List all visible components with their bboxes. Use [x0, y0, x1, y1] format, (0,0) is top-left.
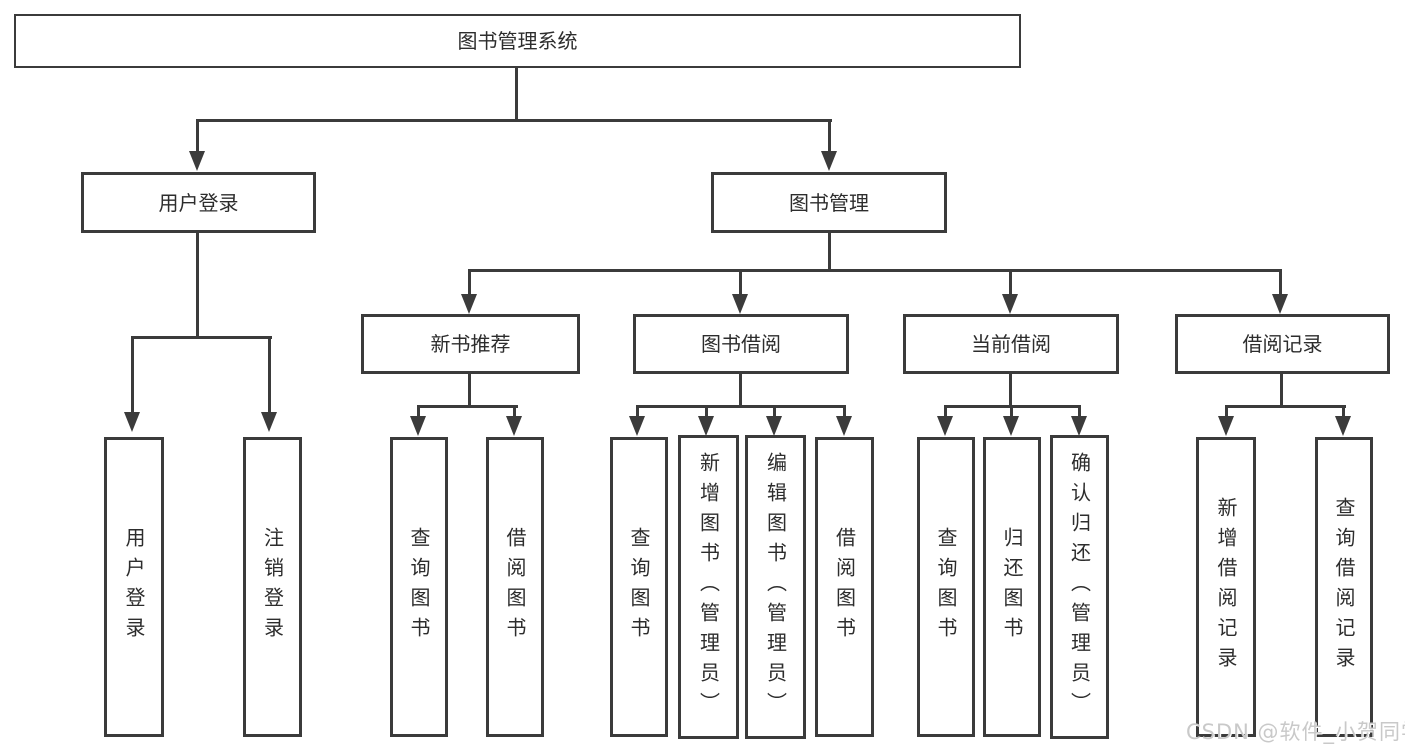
connector-bw-shaft-1 [636, 405, 639, 417]
arrowhead-to-nb-borrow [506, 416, 522, 436]
leaf-borrow-borrow-books: 借阅图书 [815, 437, 874, 737]
connector-bw-shaft-4 [843, 405, 846, 417]
connector-nb-shaft-2 [513, 405, 516, 417]
node-new-book-recommend: 新书推荐 [361, 314, 580, 374]
leaf-newbook-borrow-books: 借阅图书 [486, 437, 544, 737]
leaf-borrow-query-books: 查询图书 [610, 437, 668, 737]
arrowhead-to-bw-query [629, 416, 645, 436]
arrowhead-to-re-query [1335, 416, 1351, 436]
node-current-borrow: 当前借阅 [903, 314, 1119, 374]
arrowhead-to-bw-borrow [836, 416, 852, 436]
leaf-records-add-record: 新增借阅记录 [1196, 437, 1256, 737]
leaf-borrow-edit-books: 编辑图书（管理员） [745, 435, 806, 739]
connector-root-vertical [515, 68, 518, 122]
connector-root-shaft-1 [196, 119, 199, 153]
connector-cu-vertical [1009, 374, 1012, 407]
connector-login-horizontal [131, 336, 272, 339]
leaf-current-return-books: 归还图书 [983, 437, 1041, 737]
arrowhead-to-nb-query [410, 416, 426, 436]
connector-cu-shaft-3 [1078, 405, 1081, 417]
connector-bw-horizontal [636, 405, 846, 408]
leaf-logout: 注销登录 [243, 437, 302, 737]
arrowhead-to-book-management [821, 151, 837, 171]
connector-cu-shaft-1 [944, 405, 947, 417]
connector-mgmt-shaft-3 [1009, 269, 1012, 295]
leaf-user-login: 用户登录 [104, 437, 164, 737]
arrowhead-to-bw-add [698, 416, 714, 436]
node-borrow-records: 借阅记录 [1175, 314, 1390, 374]
connector-re-shaft-1 [1225, 405, 1228, 417]
arrowhead-to-cu-query [937, 416, 953, 436]
arrowhead-to-re-add [1218, 416, 1234, 436]
arrowhead-to-new-book-recommend [461, 294, 477, 314]
arrowhead-to-borrow-records [1272, 294, 1288, 314]
connector-login-shaft-2 [268, 336, 271, 413]
connector-bw-shaft-3 [773, 405, 776, 417]
connector-re-vertical [1280, 374, 1283, 407]
connector-nb-horizontal [417, 405, 518, 408]
node-root: 图书管理系统 [14, 14, 1021, 68]
connector-root-horizontal [196, 119, 832, 122]
arrowhead-to-user-login-leaf [124, 412, 140, 432]
connector-mgmt-shaft-4 [1279, 269, 1282, 295]
arrowhead-to-logout [261, 412, 277, 432]
connector-root-shaft-2 [828, 119, 831, 153]
connector-mgmt-horizontal [468, 269, 1282, 272]
arrowhead-to-cu-return [1003, 416, 1019, 436]
arrowhead-to-user-login [189, 151, 205, 171]
arrowhead-to-cu-confirm [1071, 416, 1087, 436]
leaf-current-confirm-return: 确认归还（管理员） [1050, 435, 1109, 739]
node-book-borrow: 图书借阅 [633, 314, 849, 374]
connector-mgmt-shaft-2 [739, 269, 742, 295]
connector-re-shaft-2 [1342, 405, 1345, 417]
connector-login-shaft-1 [131, 336, 134, 413]
connector-login-vertical [196, 233, 199, 338]
connector-bw-vertical [739, 374, 742, 407]
leaf-current-query-books: 查询图书 [917, 437, 975, 737]
connector-nb-shaft-1 [417, 405, 420, 417]
node-book-management: 图书管理 [711, 172, 947, 233]
arrowhead-to-bw-edit [766, 416, 782, 436]
connector-nb-vertical [468, 374, 471, 407]
connector-mgmt-shaft-1 [468, 269, 471, 295]
connector-bw-shaft-2 [705, 405, 708, 417]
leaf-records-query-record: 查询借阅记录 [1315, 437, 1373, 737]
node-user-login: 用户登录 [81, 172, 316, 233]
leaf-borrow-add-books: 新增图书（管理员） [678, 435, 739, 739]
arrowhead-to-current-borrow [1002, 294, 1018, 314]
connector-cu-shaft-2 [1010, 405, 1013, 417]
connector-mgmt-vertical [828, 233, 831, 271]
leaf-newbook-query-books: 查询图书 [390, 437, 448, 737]
connector-re-horizontal [1225, 405, 1346, 408]
csdn-watermark: CSDN @软件_小贺同学 [1186, 720, 1405, 744]
arrowhead-to-book-borrow [732, 294, 748, 314]
